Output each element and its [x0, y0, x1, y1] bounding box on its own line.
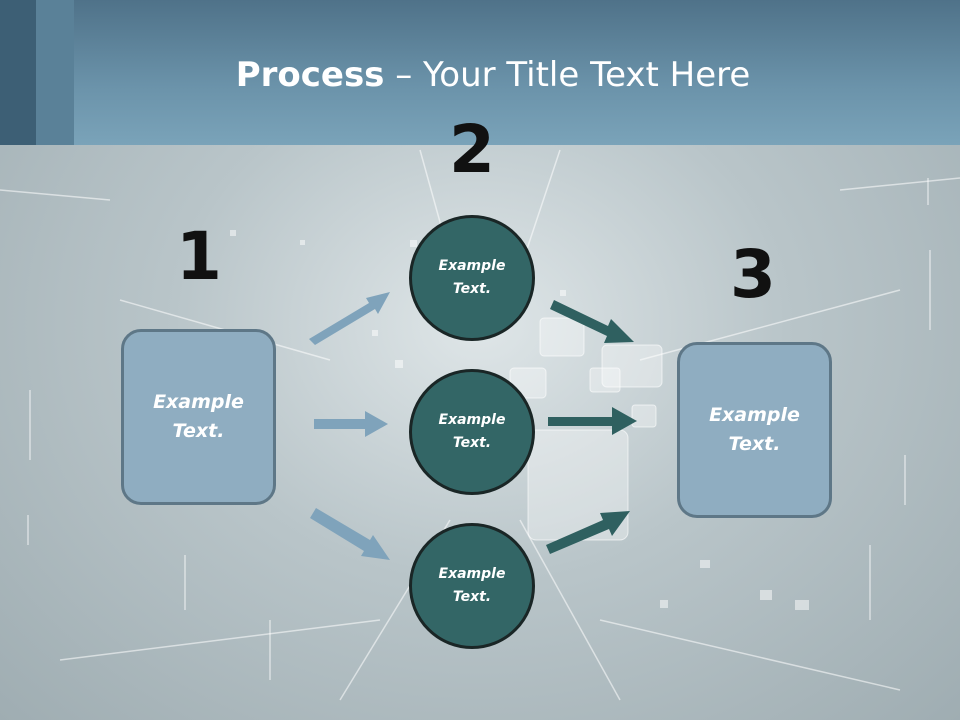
step-3-box: Example Text. — [677, 342, 832, 518]
circle-bottom: Example Text. — [409, 523, 535, 649]
step-1-label: Example Text. — [153, 391, 244, 442]
step-number-1: 1 — [176, 218, 222, 295]
circle-top-label: Example Text. — [438, 258, 506, 297]
circle-middle: Example Text. — [409, 369, 535, 495]
banner-accent-light — [36, 0, 74, 145]
step-1-box: Example Text. — [121, 329, 276, 505]
step-number-3: 3 — [730, 236, 776, 313]
circle-bottom-label: Example Text. — [438, 566, 506, 605]
circle-top: Example Text. — [409, 215, 535, 341]
arrow-top-to-3 — [550, 300, 634, 343]
step-number-2: 2 — [449, 111, 495, 188]
arrow-middle-to-3 — [548, 407, 637, 435]
arrow-1-to-bottom — [310, 508, 390, 560]
slide-title: Process – Your Title Text Here — [0, 52, 960, 98]
step-3-label: Example Text. — [709, 404, 800, 455]
title-banner — [0, 0, 960, 145]
slide-title-bold: Process — [235, 55, 385, 95]
banner-accent-dark — [0, 0, 36, 145]
circle-middle-label: Example Text. — [438, 412, 506, 451]
slide-title-rest: – Your Title Text Here — [384, 55, 751, 95]
arrow-bottom-to-3 — [546, 511, 630, 554]
arrow-1-to-top — [309, 292, 390, 345]
arrow-1-to-middle — [314, 411, 388, 437]
